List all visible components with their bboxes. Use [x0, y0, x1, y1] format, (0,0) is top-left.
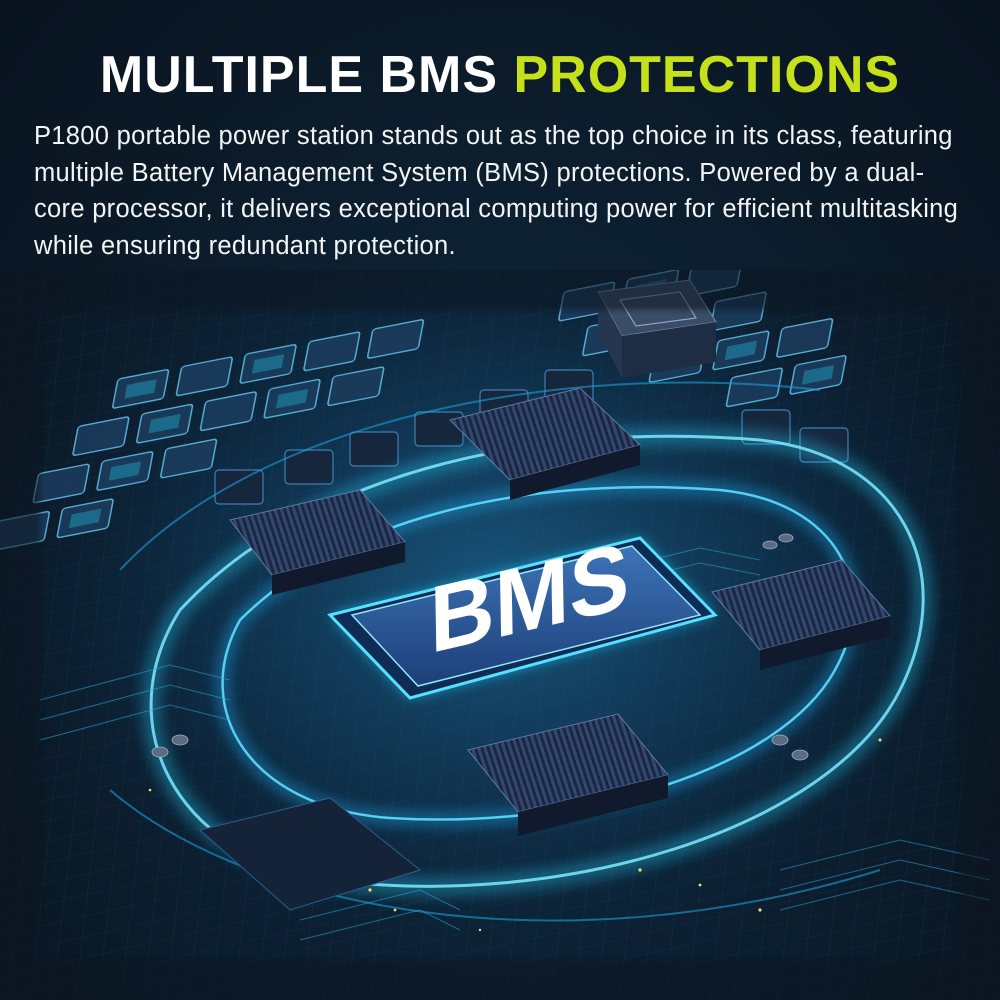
sparkles: [148, 738, 882, 932]
title-main: MULTIPLE BMS: [99, 46, 514, 104]
capacitors: [151, 533, 809, 761]
page-title: MULTIPLE BMS PROTECTIONS: [0, 44, 1000, 106]
title-accent: PROTECTIONS: [513, 46, 901, 104]
heat-sink-left: [229, 489, 406, 595]
board-panel-lower-left: [198, 797, 422, 911]
feature-description: P1800 portable power station stands out …: [34, 122, 959, 260]
circuit-board-illustration: BMS: [0, 270, 1000, 1000]
heat-sink-lower: [467, 713, 669, 836]
heat-sink-right: [711, 559, 891, 670]
heat-sink-upper: [449, 387, 641, 500]
bms-chip: BMS: [327, 522, 718, 700]
